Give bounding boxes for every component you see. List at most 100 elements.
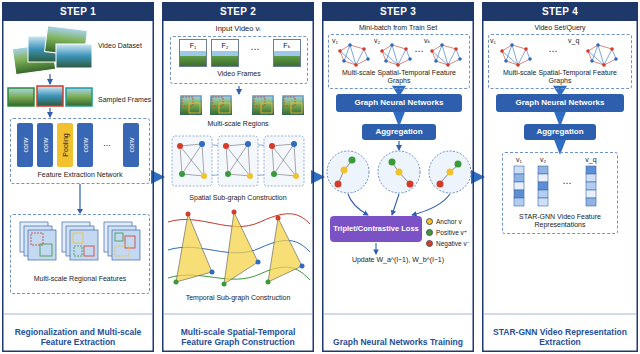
legend-swatch	[426, 218, 433, 225]
illustration-part	[538, 190, 548, 198]
illustration-part	[256, 260, 261, 265]
illustration-part	[455, 161, 462, 168]
step-caption: Regionalization and Multi-scale Feature …	[5, 328, 151, 348]
illustration-part	[37, 86, 63, 106]
illustration-part	[375, 243, 376, 254]
step-header: STEP 1	[2, 2, 154, 21]
illustration-part	[180, 95, 202, 115]
connector-line	[79, 184, 80, 209]
illustration-part	[447, 169, 454, 176]
illustration-part	[514, 174, 524, 182]
illustration-part	[339, 162, 457, 182]
illustration-part	[8, 88, 34, 106]
illustration-part	[4, 314, 636, 315]
illustration-part	[500, 43, 532, 67]
illustration-part	[252, 95, 274, 115]
legend-text: Negative v⁻	[436, 240, 470, 248]
node-text: Graph Neural Networks	[513, 98, 608, 107]
illustration-part	[392, 194, 399, 215]
layer-block: conv	[77, 123, 93, 167]
illustration-part	[218, 136, 258, 186]
step-caption: Multi-scale Spatial-Temporal Feature Gra…	[165, 328, 311, 348]
illustration-part	[586, 190, 596, 198]
illustration-part	[56, 44, 92, 68]
loss-box: Triplet/Contrastive Loss	[330, 216, 422, 242]
node-text: F₁	[180, 40, 206, 51]
illustration-part	[586, 43, 618, 67]
illustration-part	[176, 214, 212, 282]
illustration-part	[164, 314, 312, 315]
illustration-part	[12, 26, 92, 75]
legend-swatch	[426, 240, 433, 247]
label: v₁	[332, 37, 344, 45]
connector	[151, 170, 165, 184]
connector	[77, 184, 83, 214]
illustration-part	[282, 95, 304, 115]
illustration-part	[31, 233, 135, 256]
illustration-part	[341, 167, 348, 174]
illustration-part	[176, 212, 302, 284]
step-panel: STEP 4STAR-GNN Video Representation Extr…	[482, 2, 638, 352]
label: Update W_a^(l−1), W_b^(l−1)	[324, 256, 472, 264]
illustration-part	[338, 43, 370, 67]
label: Input Video vᵢ	[162, 24, 314, 33]
illustration-part	[264, 136, 304, 186]
layer-block: conv	[17, 123, 33, 167]
illustration-part	[31, 233, 43, 245]
illustration-part	[396, 169, 403, 176]
dashed-group: Multi-scale Spatial-Temporal Feature Gra…	[488, 34, 632, 89]
dashed-group: Multi-scale Spatial-Temporal Feature Gra…	[328, 34, 470, 89]
label: v_q	[581, 156, 601, 164]
label: ...	[96, 138, 118, 149]
label: ⋯	[412, 46, 426, 57]
node-text: Triplet/Contrastive Loss	[330, 225, 421, 234]
node-text: Multi-scale Regional Features	[13, 275, 147, 283]
process-box: Aggregation	[362, 124, 436, 140]
step-arrow	[471, 170, 485, 184]
step-header: STEP 3	[322, 2, 474, 21]
illustration-part	[4, 314, 152, 315]
illustration-part	[49, 108, 50, 117]
node-text: Multi-scale Spatial-Temporal Feature Gra…	[331, 69, 467, 86]
illustration-part	[378, 151, 420, 193]
label: v₂	[374, 37, 386, 45]
process-box: Graph Neural Networks	[496, 94, 624, 112]
illustration-part	[238, 86, 239, 94]
label: v₁	[490, 37, 502, 45]
layer-block: Pooling	[57, 123, 73, 167]
illustration-part	[186, 212, 191, 217]
illustration-part	[514, 198, 524, 206]
illustration-part	[514, 190, 524, 198]
layer-block: conv	[37, 123, 53, 167]
node-text: F₂	[212, 40, 238, 51]
node-text: Video Frames	[173, 70, 305, 78]
label: Mini-batch from Train Set	[322, 24, 474, 32]
illustration-part	[380, 43, 412, 67]
illustration-part	[172, 136, 212, 186]
illustration-part	[349, 157, 356, 164]
node-text: conv	[42, 138, 49, 153]
step-caption: STAR-GNN Video Representation Extraction	[485, 328, 635, 348]
illustration-part	[49, 74, 50, 84]
node-text: conv	[82, 138, 89, 153]
step-panel: STEP 3Graph Neural Networks TrainingMult…	[322, 2, 474, 352]
illustration-part	[514, 166, 596, 206]
illustration-part	[327, 151, 471, 193]
illustration-part	[327, 151, 369, 193]
illustration-part	[437, 181, 444, 188]
label: Temporal Sub-graph Construction	[162, 294, 314, 302]
illustration-part	[324, 314, 472, 315]
node-text: Pooling	[62, 133, 69, 156]
dashed-group: STAR-GNN Video Feature Representations	[502, 152, 618, 234]
illustration-part	[276, 216, 281, 221]
node-text: Fₖ	[274, 40, 300, 51]
label: Video Set/Query	[482, 24, 638, 32]
illustration-part	[514, 166, 524, 174]
illustration-part	[224, 212, 258, 284]
illustration-part	[84, 246, 94, 256]
label: ⋯	[242, 44, 268, 55]
node-text: conv	[128, 138, 135, 153]
illustration-part	[514, 182, 524, 190]
illustration-part	[430, 43, 462, 67]
label: v₁	[512, 156, 526, 164]
